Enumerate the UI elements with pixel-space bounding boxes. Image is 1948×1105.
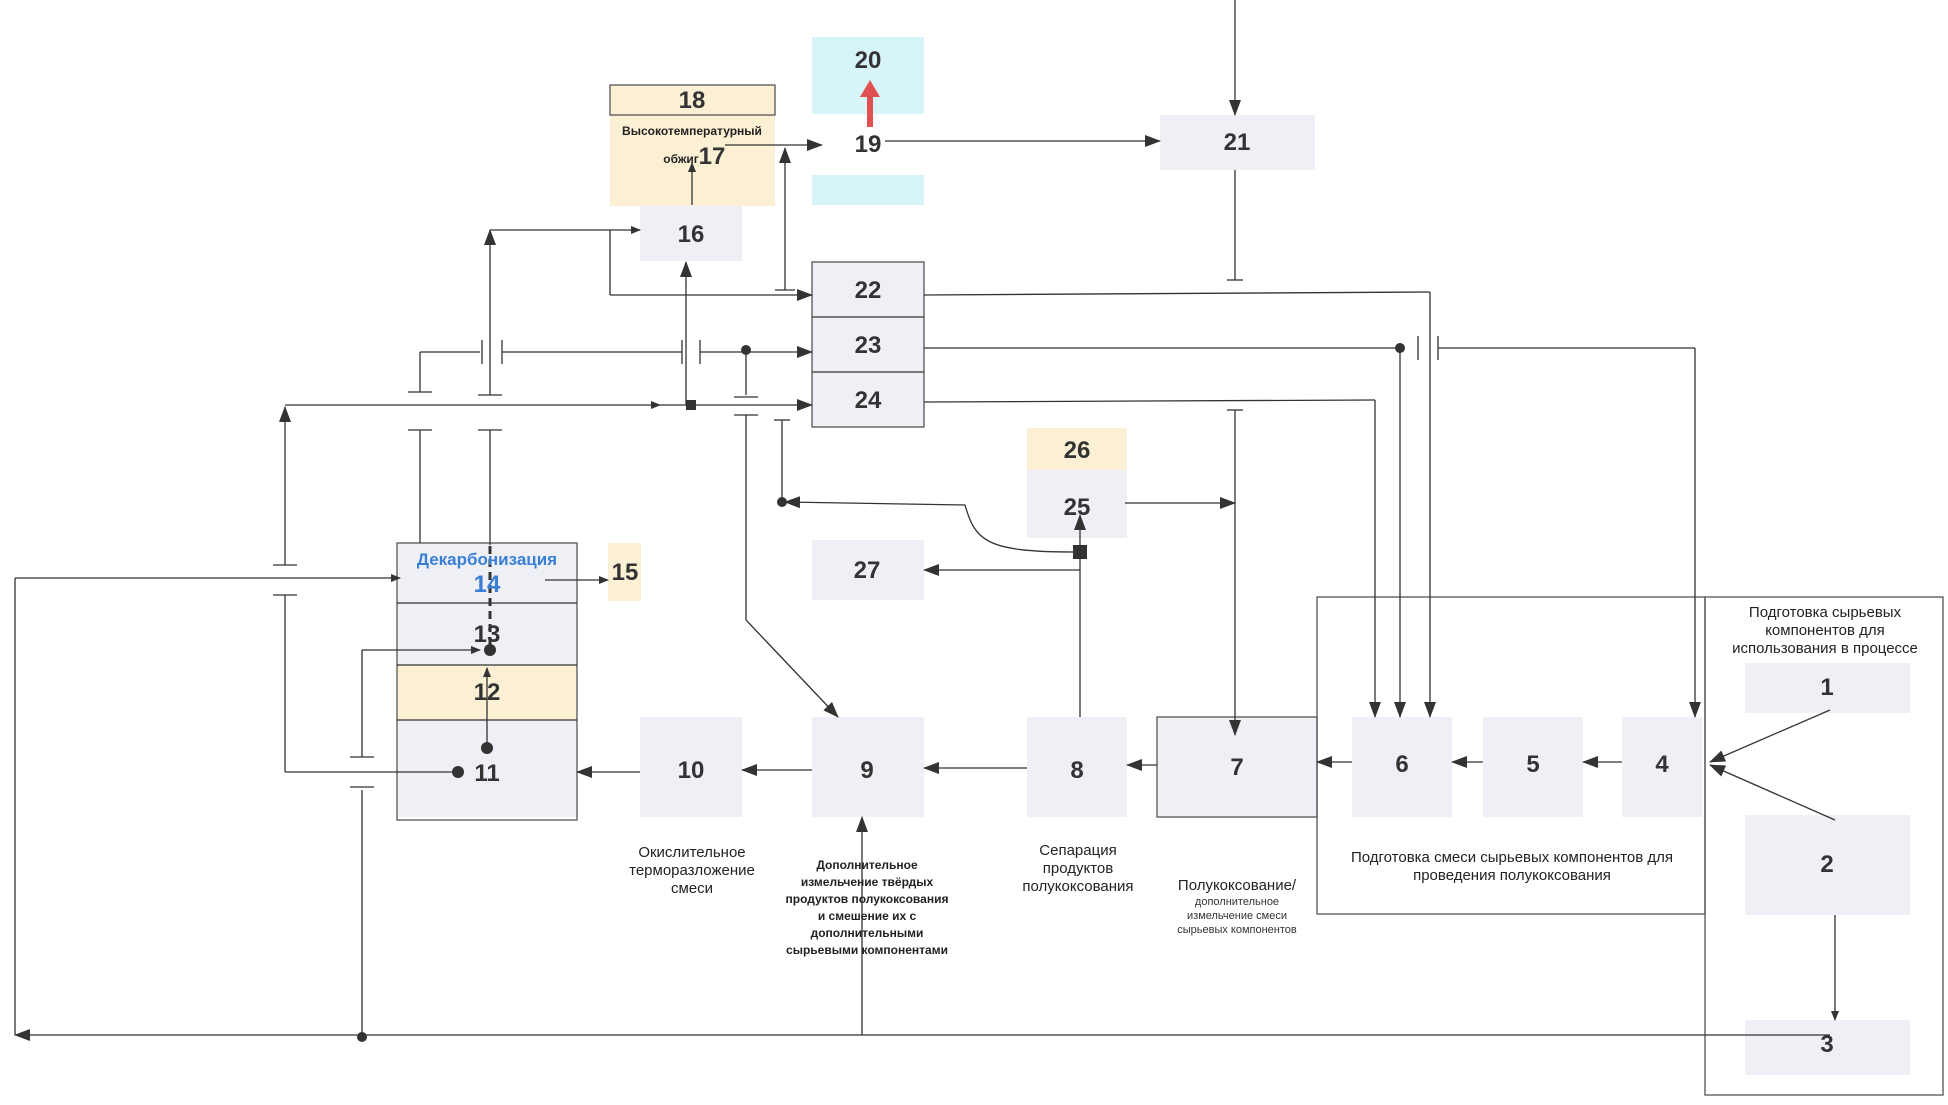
node-11: 11	[474, 760, 499, 787]
semicoking-label-2: дополнительное	[1195, 896, 1279, 908]
high-temp-label-1: Высокотемпературный	[622, 124, 762, 138]
node-24: 24	[855, 387, 882, 414]
node-13: 13	[474, 621, 501, 648]
raw-prep-label-2: компонентов для	[1765, 622, 1885, 639]
node-5: 5	[1526, 751, 1539, 778]
raw-prep-label-3: использования в процессе	[1732, 640, 1918, 657]
node-21: 21	[1224, 129, 1251, 156]
node-18: 18	[679, 87, 706, 114]
node-6: 6	[1395, 751, 1408, 778]
oxidative-label-2: терморазложение	[629, 862, 755, 879]
block-19-band	[812, 175, 924, 205]
separation-label-2: продуктов	[1043, 860, 1114, 877]
node-7: 7	[1230, 754, 1243, 781]
decarbonization-label: Декарбонизация	[417, 550, 557, 569]
node-27: 27	[854, 557, 881, 584]
grinding-label-2: измельчение твёрдых	[801, 875, 934, 889]
node-20: 20	[855, 47, 882, 74]
semicoking-label-4: сырьевых компонентов	[1177, 924, 1297, 936]
node-4: 4	[1655, 751, 1669, 778]
node-26: 26	[1064, 437, 1091, 464]
node-19: 19	[855, 131, 882, 158]
grinding-label-6: сырьевыми компонентами	[786, 943, 948, 957]
grinding-label-5: дополнительными	[811, 926, 924, 940]
high-temp-label-2: обжиг	[663, 152, 698, 166]
semicoking-label-1: Полукоксование/	[1178, 877, 1297, 894]
grinding-label-1: Дополнительное	[816, 858, 918, 872]
mix-prep-label-2: проведения полукоксования	[1413, 867, 1611, 884]
grinding-label-4: и смешение их с	[818, 909, 917, 923]
separation-label-1: Сепарация	[1039, 842, 1116, 859]
mix-prep-label-1: Подготовка смеси сырьевых компонентов дл…	[1351, 849, 1673, 866]
node-12: 12	[474, 679, 501, 706]
node-14: 14	[474, 571, 501, 598]
oxidative-label-3: смеси	[671, 880, 713, 897]
node-3: 3	[1820, 1031, 1833, 1058]
node-16: 16	[678, 221, 705, 248]
node-1: 1	[1820, 674, 1833, 701]
node-8: 8	[1070, 757, 1083, 784]
grinding-label-3: продуктов полукоксования	[786, 892, 949, 906]
node-17: 17	[699, 143, 726, 170]
node-23: 23	[855, 332, 882, 359]
node-9: 9	[860, 757, 873, 784]
oxidative-label-1: Окислительное	[638, 844, 745, 861]
node-15: 15	[612, 559, 639, 586]
separation-label-3: полукоксования	[1022, 878, 1133, 895]
semicoking-label-3: измельчение смеси	[1187, 910, 1287, 922]
raw-prep-label-1: Подготовка сырьевых	[1749, 604, 1902, 621]
node-2: 2	[1820, 851, 1833, 878]
node-22: 22	[855, 277, 882, 304]
node-10: 10	[678, 757, 705, 784]
node-25: 25	[1064, 494, 1091, 521]
